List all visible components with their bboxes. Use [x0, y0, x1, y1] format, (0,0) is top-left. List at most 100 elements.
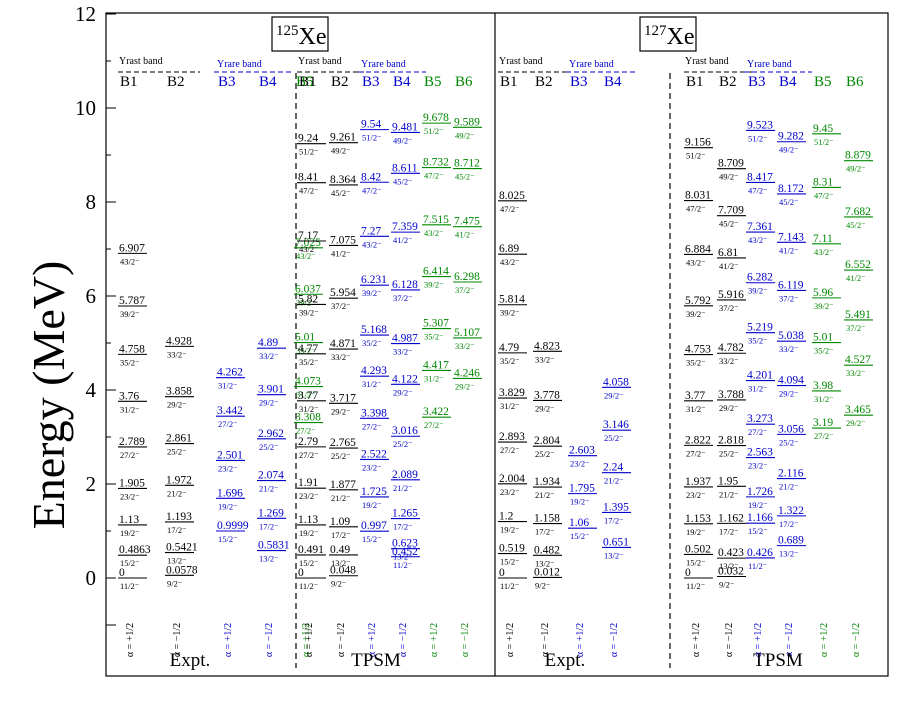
band-b5: B53.1927/2⁻3.9831/2⁻5.0135/2⁻5.9639/2⁻7.… [812, 74, 841, 657]
level-energy: 4.928 [166, 335, 192, 347]
level-spin: 37/2⁻ [393, 293, 413, 303]
level-spin: 39/2⁻ [748, 286, 768, 296]
group-label: TPSM [351, 650, 401, 671]
level-spin: 23/2⁻ [500, 487, 520, 497]
level-spin: 33/2⁻ [167, 349, 187, 359]
level-spin: 41/2⁻ [455, 230, 475, 240]
y-axis-label: Energy (MeV) [23, 261, 74, 530]
level-spin: 27/2⁻ [296, 426, 316, 436]
level-spin: 27/2⁻ [686, 448, 706, 458]
level-spin: 33/2⁻ [535, 354, 555, 364]
level-spin: 25/2⁻ [719, 449, 739, 459]
level-spin: 51/2⁻ [686, 151, 706, 161]
level-energy: 1.153 [685, 513, 711, 525]
level-spin: 37/2⁻ [779, 293, 799, 303]
band-name: B1 [686, 74, 704, 90]
level-spin: 25/2⁻ [393, 439, 413, 449]
level-spin: 15/2⁻ [686, 557, 706, 567]
level-spin: 35/2⁻ [362, 338, 382, 348]
level-spin: 43/2⁻ [500, 257, 520, 267]
level-energy: 1.158 [534, 513, 560, 525]
level-energy: 2.089 [392, 469, 418, 481]
band-name: B1 [120, 74, 138, 90]
band-b3: B30.999915/2⁻1.69619/2⁻2.50123/2⁻3.44227… [216, 74, 249, 657]
level-energy: 7.475 [454, 216, 480, 228]
level-energy: 8.709 [718, 158, 744, 170]
level-energy: 8.712 [454, 158, 480, 170]
level-spin: 41/2⁻ [779, 245, 799, 255]
level-energy: 4.753 [685, 344, 711, 356]
level-energy: 3.398 [361, 407, 387, 419]
signature-label: α = +1/2 [304, 623, 315, 657]
level-energy: 1.725 [361, 486, 387, 498]
level-spin: 31/2⁻ [120, 404, 140, 414]
level-spin: 27/2⁻ [814, 431, 834, 441]
plot-frame [105, 12, 889, 677]
signature-label: α = −1/2 [784, 623, 795, 657]
level-spin: 19/2⁻ [120, 528, 140, 538]
yrast-band-label: Yrast band [685, 56, 729, 67]
level-energy: 6.119 [778, 279, 804, 291]
level-spin: 35/2⁻ [296, 346, 316, 356]
level-spin: 29/2⁻ [455, 381, 475, 391]
level-energy: 3.422 [423, 406, 449, 418]
signature-label: α = +1/2 [301, 623, 312, 657]
level-energy: 0.482 [534, 544, 560, 556]
level-spin: 11/2⁻ [686, 581, 705, 591]
level-energy: 3.016 [392, 425, 418, 437]
level-energy: 5.038 [778, 330, 804, 342]
band-name: B1 [299, 74, 317, 90]
band-name: B4 [259, 74, 277, 90]
band-name: B5 [814, 74, 832, 90]
level-spin: 35/2⁻ [299, 357, 319, 367]
level-spin: 23/2⁻ [570, 459, 590, 469]
level-spin: 31/2⁻ [218, 381, 238, 391]
level-spin: 31/2⁻ [686, 404, 706, 414]
level-spin: 41/2⁻ [846, 273, 866, 283]
level-spin: 49/2⁻ [331, 146, 351, 156]
level-spin: 49/2⁻ [455, 130, 475, 140]
band-b3: B30.42611/2⁻1.16615/2⁻1.72619/2⁻2.56323/… [746, 74, 775, 657]
level-energy: 2.501 [217, 449, 243, 461]
level-spin: 47/2⁻ [814, 190, 834, 200]
level-spin: 33/2⁻ [779, 344, 799, 354]
level-spin: 29/2⁻ [779, 389, 799, 399]
level-energy: 0 [499, 567, 505, 579]
y-tick-label: 10 [75, 96, 96, 120]
level-energy: 0 [685, 567, 691, 579]
level-spin: 45/2⁻ [719, 219, 739, 229]
nucleus-label: 125Xe [276, 23, 326, 50]
level-spin: 23/2⁻ [362, 462, 382, 472]
level-spin: 27/2⁻ [218, 419, 238, 429]
level-spin: 39/2⁻ [500, 308, 520, 318]
level-energy: 8.879 [845, 150, 871, 162]
level-energy: 4.987 [392, 333, 418, 345]
level-spin: 33/2⁻ [846, 368, 866, 378]
band-b2: B20.05789/2⁻0.542113/2⁻1.19317/2⁻1.97221… [165, 74, 198, 657]
level-energy: 2.804 [534, 435, 560, 447]
group-label: TPSM [753, 650, 803, 671]
level-spin: 13/2⁻ [331, 558, 351, 568]
group-label: Expt. [170, 650, 211, 671]
level-spin: 19/2⁻ [362, 500, 382, 510]
y-tick-label: 2 [86, 472, 97, 496]
level-energy: 6.552 [845, 259, 871, 271]
level-spin: 9/2⁻ [535, 580, 550, 590]
level-spin: 39/2⁻ [296, 297, 316, 307]
level-spin: 43/2⁻ [296, 251, 316, 261]
level-energy: 4.89 [258, 337, 278, 349]
level-spin: 11/2⁻ [748, 561, 767, 571]
level-spin: 13/2⁻ [259, 554, 279, 564]
level-energy: 8.42 [361, 171, 381, 183]
level-energy: 2.603 [569, 445, 595, 457]
level-spin: 27/2⁻ [362, 421, 382, 431]
level-spin: 21/2⁻ [259, 484, 279, 494]
signature-label: α = +1/2 [819, 623, 830, 657]
yrast-band-label: Yrast band [119, 56, 163, 67]
band-b1: B1011/2⁻0.51915/2⁻1.219/2⁻2.00423/2⁻2.89… [498, 74, 527, 657]
level-energy: 3.146 [603, 419, 629, 431]
level-energy: 8.025 [499, 190, 525, 202]
level-energy: 4.77 [298, 343, 318, 355]
